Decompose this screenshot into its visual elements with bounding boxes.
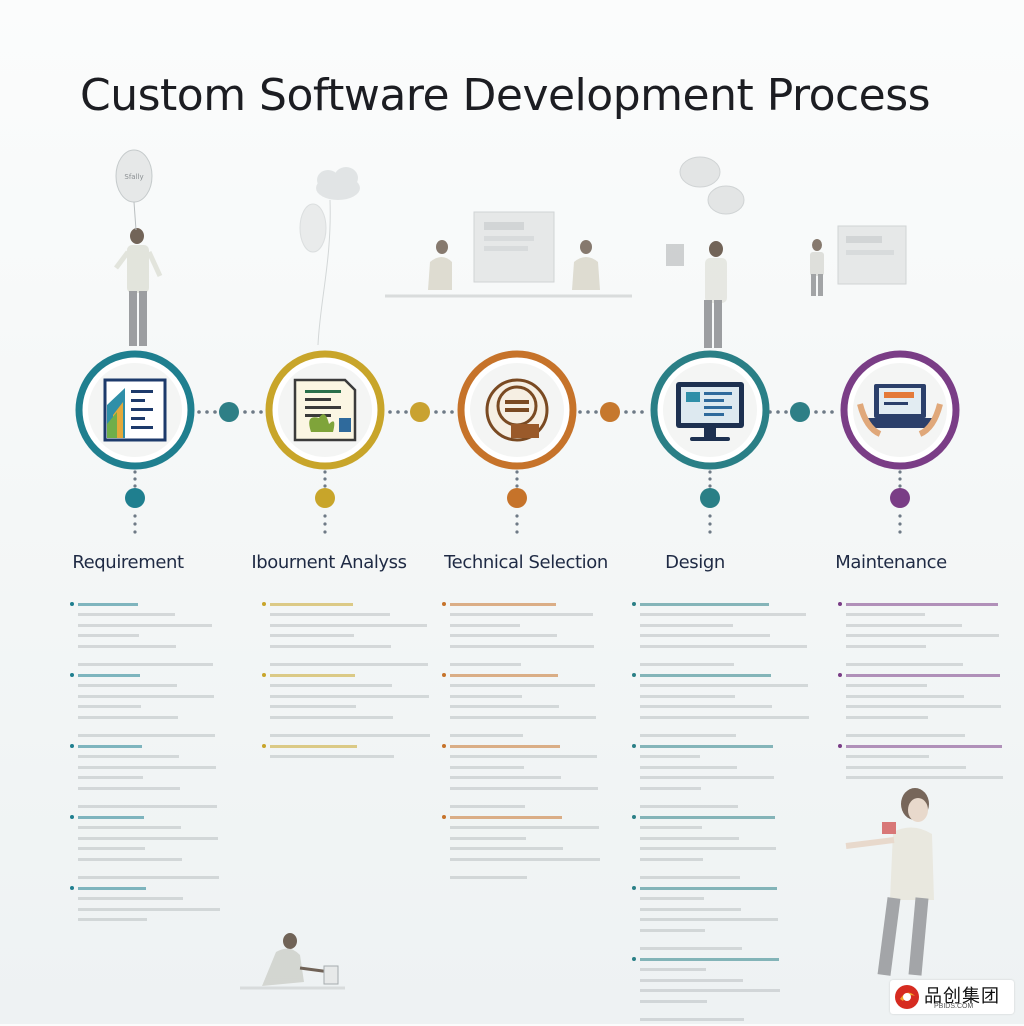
step-1-detail-text (70, 600, 250, 926)
step-1-node (75, 350, 195, 534)
step-label-5: Maintenance (835, 552, 947, 573)
step-lower-node (315, 488, 335, 508)
company-logo: 品创集团 PBIDS.COM (890, 980, 1014, 1014)
figure-presenter (845, 788, 934, 976)
report-plant-icon (293, 378, 357, 442)
laptop-hands-icon (857, 384, 943, 437)
figures-sitting-board (385, 211, 632, 298)
connector-node (600, 402, 620, 422)
cloud-icon (299, 167, 360, 346)
logo-name: 品创集团 (924, 986, 1000, 1007)
step-4-node (650, 350, 770, 534)
sign-text: Sfally (124, 173, 143, 181)
speech-bubble-sign (115, 149, 153, 231)
page-title: Custom Software Development Process (80, 70, 931, 121)
step-5-detail-text (838, 600, 1018, 784)
step-lower-node (507, 488, 527, 508)
step-label-4: Design (665, 552, 725, 573)
document-chart-icon (103, 378, 167, 442)
figure-requirement-person (114, 228, 163, 346)
step-label-1: Requirement (72, 552, 184, 573)
step-label-3: Technical Selection (444, 552, 608, 573)
step-lower-node (125, 488, 145, 508)
step-3-node (457, 350, 577, 534)
connector-node (410, 402, 430, 422)
connector-node (219, 402, 239, 422)
monitor-icon (676, 382, 744, 441)
figure-sitting-laptop (240, 933, 345, 990)
step-5-node (840, 350, 960, 534)
logo-url: PBIDS.COM (934, 1003, 974, 1010)
step-2-node (265, 350, 385, 534)
step-lower-node (890, 488, 910, 508)
gear-dial-icon (485, 378, 549, 442)
figure-maintenance-person (810, 225, 907, 296)
step-3-detail-text (442, 600, 622, 884)
connector-dots (197, 410, 834, 414)
connector-node (790, 402, 810, 422)
step-4-detail-text (632, 600, 812, 1026)
step-label-2: Ibournent Analyss (251, 552, 407, 573)
step-2-detail-text (262, 600, 442, 763)
figure-design-person (666, 156, 745, 348)
logo-mark-icon (895, 985, 919, 1009)
step-lower-node (700, 488, 720, 508)
